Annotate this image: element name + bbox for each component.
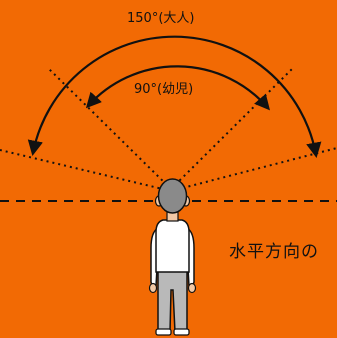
adult-angle-arc-arrow xyxy=(27,35,322,159)
figure-head xyxy=(157,178,188,214)
figure-left-foot xyxy=(155,328,172,336)
figure-pants xyxy=(157,267,188,333)
figure-right-hand xyxy=(187,282,197,294)
child-angle-arc-arrow xyxy=(85,65,271,111)
figure-right-foot xyxy=(173,328,190,336)
horizontal-direction-label: 水平方向の xyxy=(229,242,319,262)
adult-angle-label: 150°(大人) xyxy=(127,11,194,26)
adult-view-ray-right xyxy=(170,147,337,192)
child-view-ray-right xyxy=(170,68,293,190)
figure-shirt xyxy=(155,219,190,273)
figure-left-hand xyxy=(148,282,158,294)
child-figure xyxy=(148,178,197,336)
adult-view-ray-left xyxy=(0,149,172,192)
child-angle-label: 90°(幼児) xyxy=(134,82,193,97)
